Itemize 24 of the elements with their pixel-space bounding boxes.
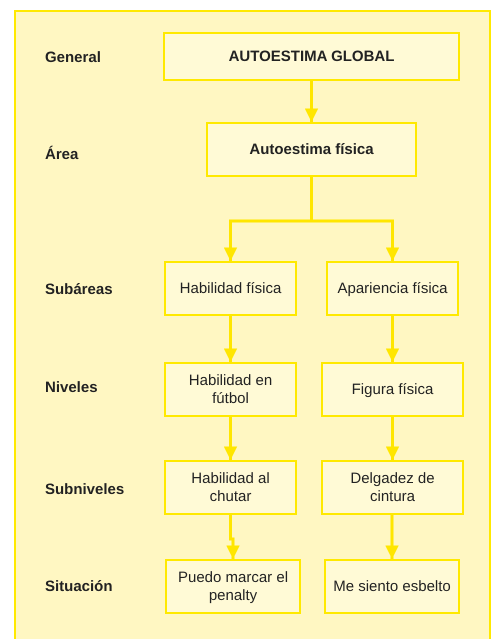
arrow xyxy=(226,515,240,559)
process-box: Habilidad en fútbol xyxy=(164,362,297,417)
level-label: General xyxy=(45,49,101,66)
level-label: Niveles xyxy=(45,379,98,396)
process-box: Delgadez de cintura xyxy=(321,460,464,515)
process-box: Me siento esbelto xyxy=(324,559,460,614)
process-box: Puedo marcar el penalty xyxy=(165,559,301,614)
arrow xyxy=(386,316,400,362)
level-label: Situación xyxy=(45,578,113,595)
process-box: Apariencia física xyxy=(326,261,459,316)
arrow xyxy=(386,417,400,460)
process-box: Autoestima física xyxy=(206,122,417,177)
arrow xyxy=(224,417,238,460)
level-label: Área xyxy=(45,146,78,163)
arrow xyxy=(304,81,318,122)
level-label: Subniveles xyxy=(45,481,124,498)
process-box: Habilidad física xyxy=(164,261,297,316)
arrow xyxy=(310,177,400,261)
arrow xyxy=(224,316,238,362)
process-box: Figura física xyxy=(321,362,464,417)
process-box: Habilidad al chutar xyxy=(164,460,297,515)
level-label: Subáreas xyxy=(45,281,113,298)
arrow xyxy=(385,515,399,559)
process-box: AUTOESTIMA GLOBAL xyxy=(163,32,460,81)
